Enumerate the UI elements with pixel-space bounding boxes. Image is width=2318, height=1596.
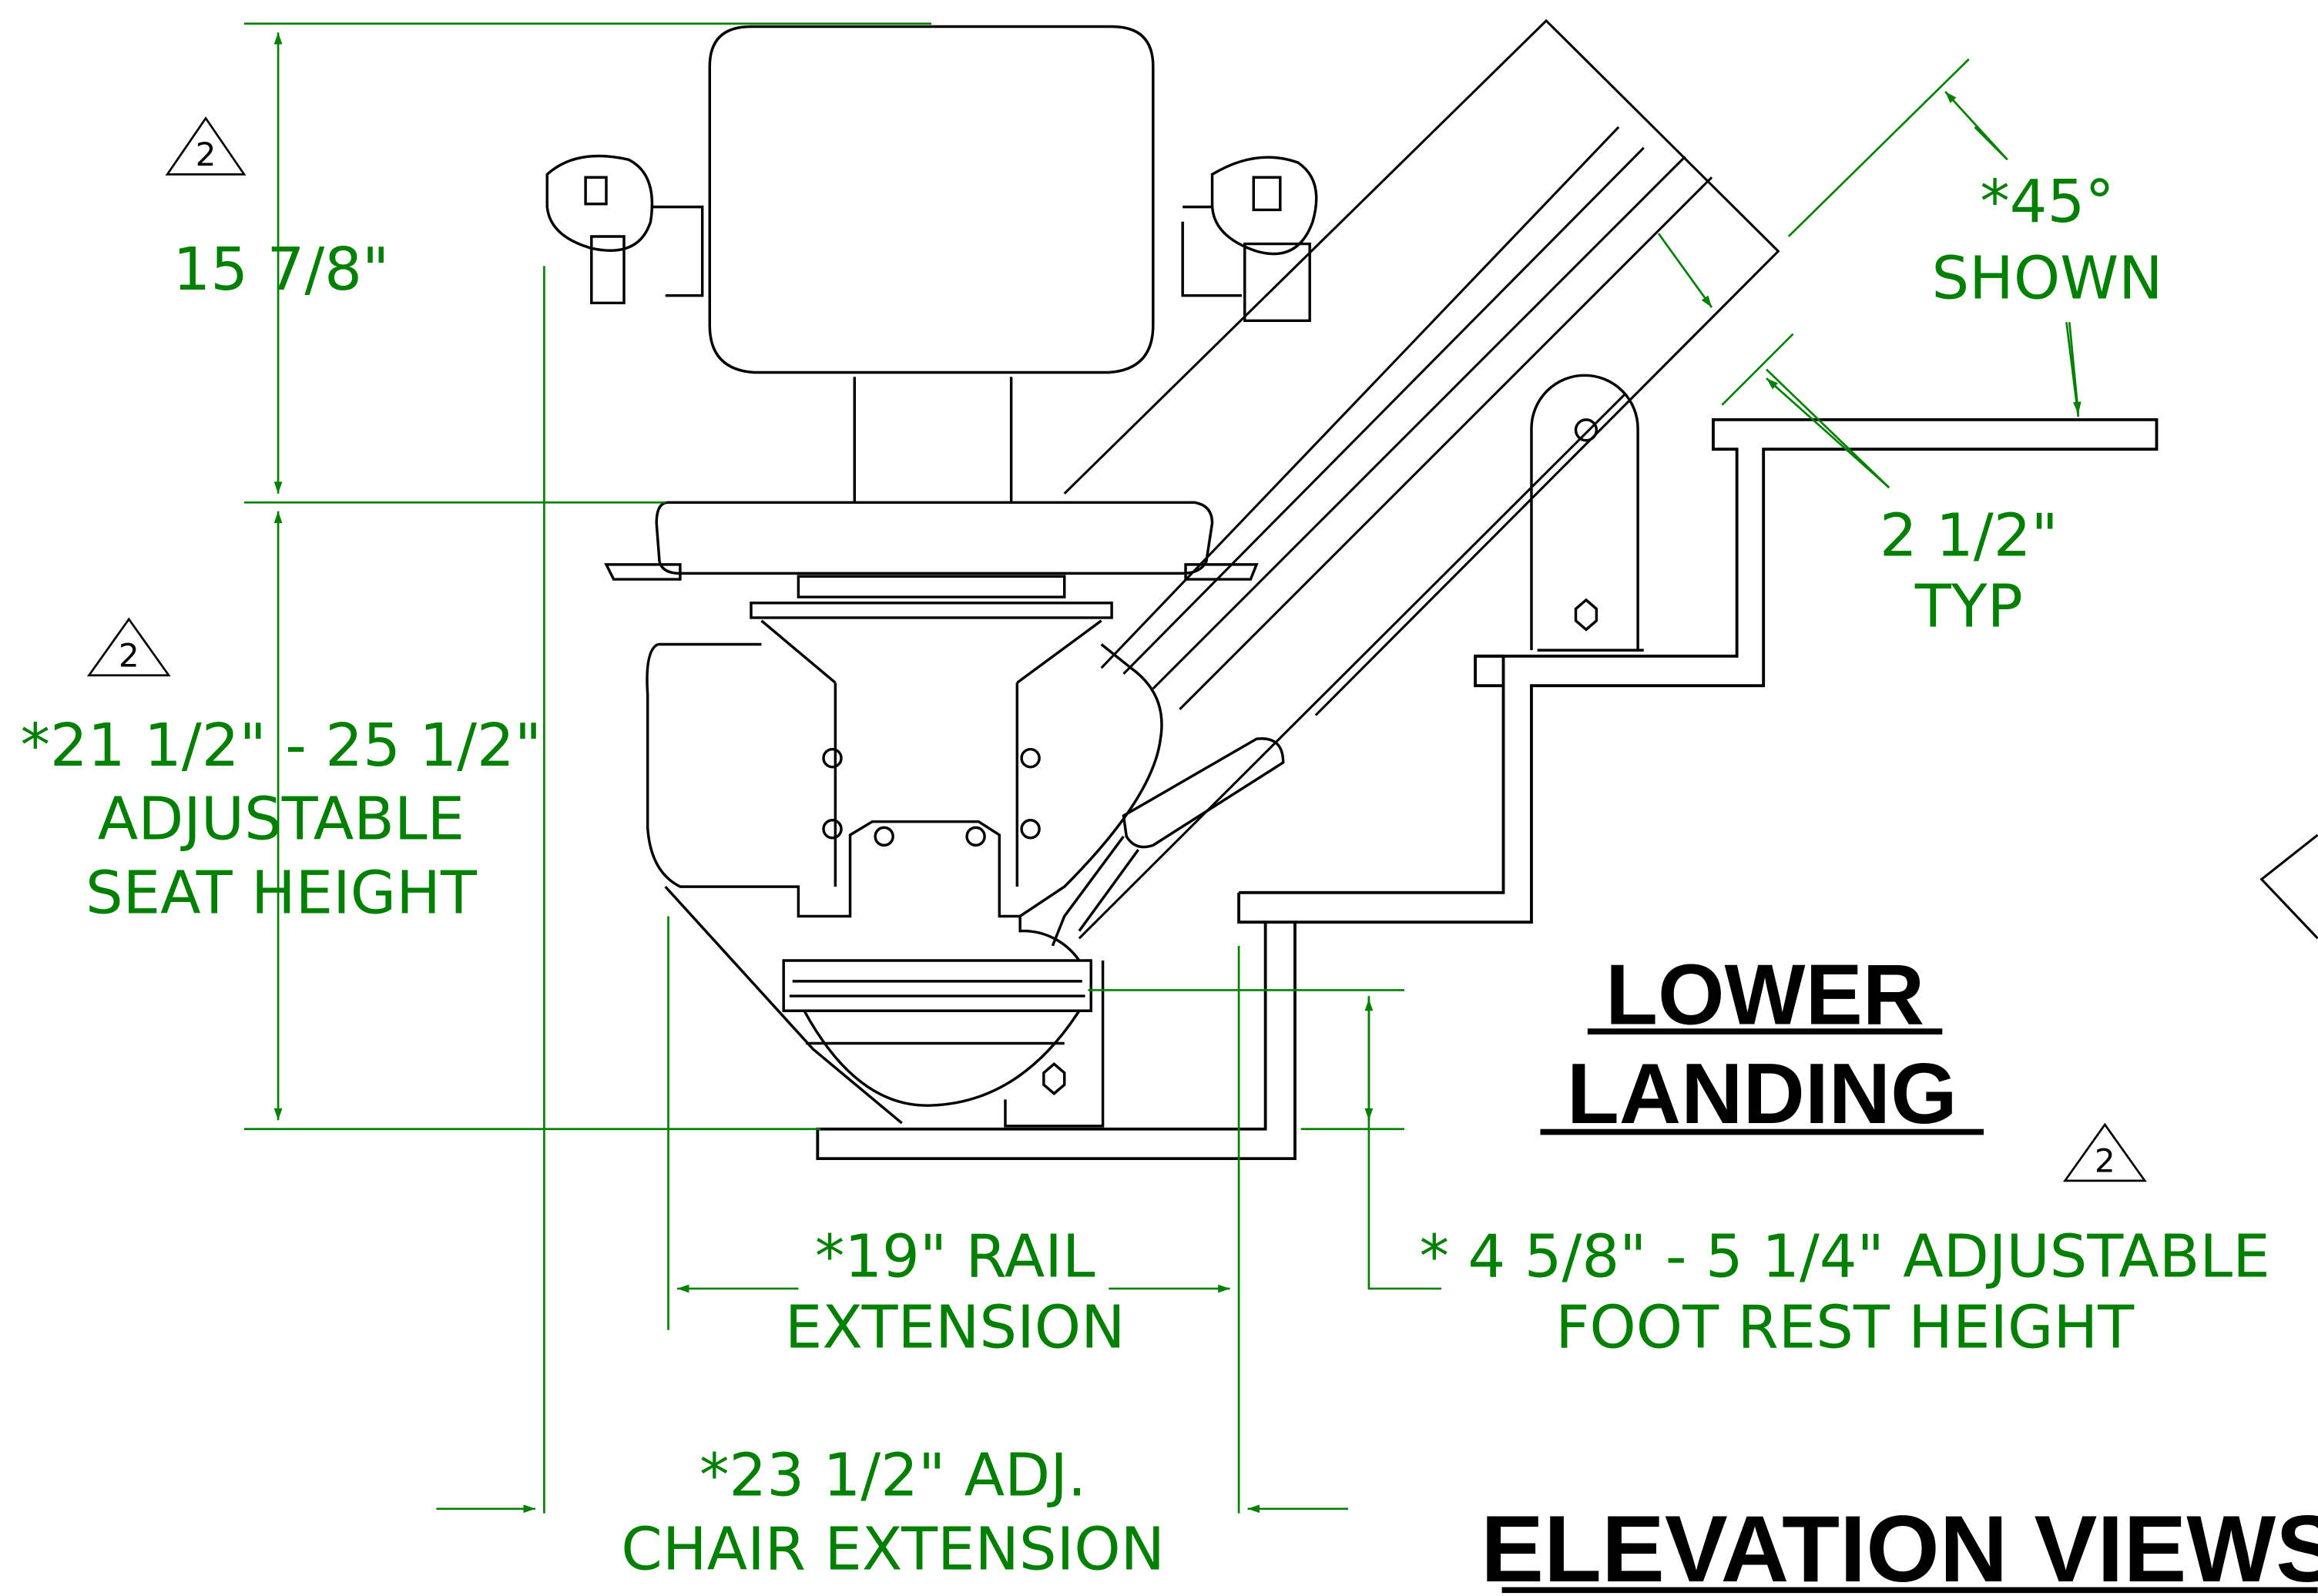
revision-number: 2 <box>119 636 139 674</box>
back-height-label: 15 7/8" <box>173 236 389 304</box>
stair-outline <box>816 417 2159 1161</box>
rail <box>1063 18 1780 940</box>
footrest-height-label: FOOT REST HEIGHT <box>1555 1294 2135 1363</box>
rail-offset-label: 2 1/2" <box>1880 501 2058 570</box>
revision-number: 2 <box>196 136 216 173</box>
lower-landing-title: LANDING <box>1567 1045 1957 1142</box>
chair-extension-label: *23 1/2" ADJ. <box>699 1442 1086 1510</box>
revision-marks <box>86 116 2147 1182</box>
chair-extension-label: CHAIR EXTENSION <box>621 1515 1165 1584</box>
seat-height-label: SEAT HEIGHT <box>86 860 478 928</box>
seat-height-label: *21 1/2" - 25 1/2" <box>21 712 542 780</box>
rail-bracket <box>1530 374 1644 652</box>
seat-height-label: ADJUSTABLE <box>98 786 465 854</box>
revision-triangle <box>165 116 247 176</box>
revision-triangle <box>2062 1122 2147 1182</box>
rail-extension-label: *19" RAIL <box>815 1223 1095 1292</box>
angle-label: SHOWN <box>1931 245 2162 314</box>
elevation-views-title: ELEVATION VIEWS <box>1481 1497 2318 1596</box>
lower-landing-title: LOWER <box>1605 947 1924 1043</box>
offpage-shape <box>2259 833 2318 940</box>
angle-label: *45° <box>1980 168 2114 236</box>
revision-triangle <box>86 617 171 677</box>
revision-number: 2 <box>2095 1142 2115 1179</box>
rail-offset-label: TYP <box>1914 572 2023 641</box>
chair <box>545 25 1318 1128</box>
footrest-height-label: * 4 5/8" - 5 1/4" ADJUSTABLE <box>1420 1223 2270 1292</box>
dimension-lines <box>243 22 2082 1514</box>
rail-extension-label: EXTENSION <box>785 1294 1125 1363</box>
